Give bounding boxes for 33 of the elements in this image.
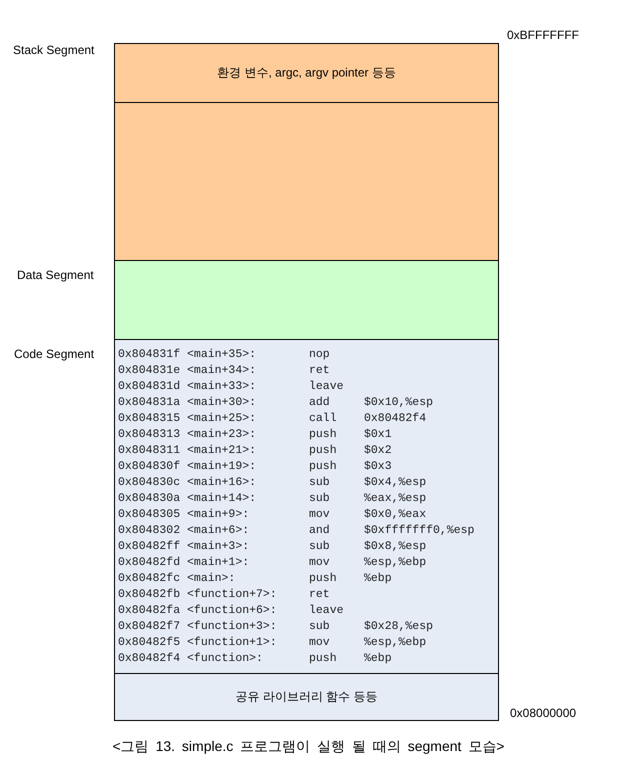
segment-label: 공유 라이브러리 함수 등등 bbox=[234, 688, 378, 706]
assembly-line: 0x804831d <main+33>: leave bbox=[118, 379, 345, 395]
assembly-line: 0x8048315 <main+25>: call 0x80482f4 bbox=[118, 411, 428, 427]
address-label: 0x08000000 bbox=[510, 706, 576, 720]
memory-segment-box bbox=[114, 673, 499, 721]
code-listing-panel bbox=[114, 339, 499, 674]
memory-segment-box bbox=[114, 43, 499, 103]
segment-name: Stack Segment bbox=[13, 43, 94, 57]
assembly-line: 0x8048313 <main+23>: push $0x1 bbox=[118, 427, 393, 443]
assembly-line: 0x804830c <main+16>: sub $0x4,%esp bbox=[118, 475, 428, 491]
assembly-line: 0x80482fb <function+7>: ret bbox=[118, 587, 331, 603]
assembly-line: 0x8048302 <main+6>: and $0xfffffff0,%esp bbox=[118, 523, 474, 539]
assembly-line: 0x804831e <main+34>: ret bbox=[118, 363, 331, 379]
assembly-line: 0x80482fd <main+1>: mov %esp,%ebp bbox=[118, 555, 428, 571]
segment-name: Code Segment bbox=[14, 347, 94, 361]
assembly-line: 0x804831f <main+35>: nop bbox=[118, 347, 331, 363]
assembly-line: 0x80482fa <function+6>: leave bbox=[118, 603, 345, 619]
assembly-line: 0x80482fc <main>: push %ebp bbox=[118, 571, 393, 587]
memory-segment-box bbox=[114, 102, 499, 261]
assembly-line: 0x804830f <main+19>: push $0x3 bbox=[118, 459, 393, 475]
assembly-line: 0x804831a <main+30>: add $0x10,%esp bbox=[118, 395, 434, 411]
assembly-line: 0x80482f7 <function+3>: sub $0x28,%esp bbox=[118, 619, 434, 635]
assembly-line: 0x8048311 <main+21>: push $0x2 bbox=[118, 443, 393, 459]
assembly-line: 0x804830a <main+14>: sub %eax,%esp bbox=[118, 491, 428, 507]
address-label: 0xBFFFFFFF bbox=[507, 28, 579, 42]
assembly-line: 0x8048305 <main+9>: mov $0x0,%eax bbox=[118, 507, 428, 523]
assembly-line: 0x80482f5 <function+1>: mov %esp,%ebp bbox=[118, 635, 428, 651]
memory-segment-box bbox=[114, 260, 499, 340]
assembly-line: 0x80482f4 <function>: push %ebp bbox=[118, 651, 393, 667]
segment-name: Data Segment bbox=[17, 268, 94, 282]
figure-caption: <그림 13. simple.c 프로그램이 실행 될 때의 segment 모습> bbox=[112, 738, 506, 756]
segment-label: 환경 변수, argc, argv pointer 등등 bbox=[216, 64, 397, 82]
assembly-line: 0x80482ff <main+3>: sub $0x8,%esp bbox=[118, 539, 428, 555]
